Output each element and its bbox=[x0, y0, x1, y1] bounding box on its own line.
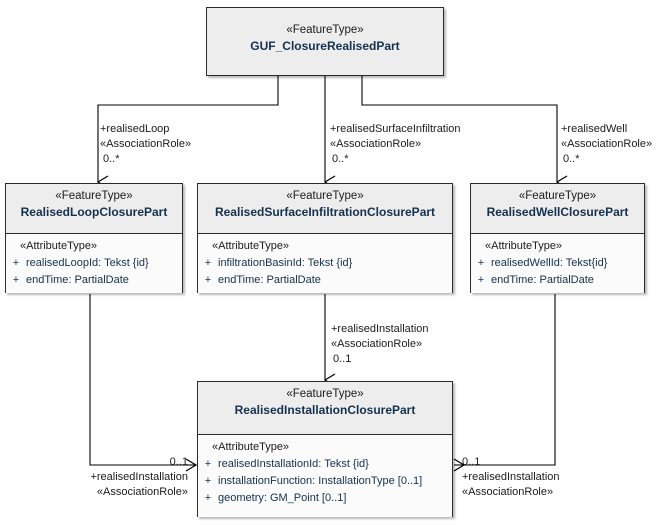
attribute-visibility: + bbox=[12, 257, 20, 269]
association-stereotype: «AssociationRole» bbox=[331, 338, 423, 350]
class-stereotype: «FeatureType» bbox=[286, 190, 364, 202]
class-name: RealisedLoopClosurePart bbox=[20, 205, 168, 219]
association-stereotype: «AssociationRole» bbox=[462, 486, 554, 498]
attribute-row: + realisedLoopId: Tekst {id} bbox=[6, 255, 182, 272]
edge-loop-to-installation bbox=[89, 294, 186, 466]
attribute-visibility: + bbox=[204, 257, 212, 269]
association-role-name: +realisedLoop bbox=[100, 123, 170, 135]
association-role-realised-installation-right: +realisedInstallation «AssociationRole» bbox=[462, 470, 560, 500]
association-role-realised-well: +realisedWell «AssociationRole» bbox=[561, 122, 652, 152]
attribute-text: realisedWellId: Tekst{id} bbox=[491, 257, 608, 269]
attribute-visibility: + bbox=[204, 274, 212, 286]
attribute-stereotype: «AttributeType» bbox=[212, 441, 290, 453]
attribute-text: realisedInstallationId: Tekst {id} bbox=[218, 458, 369, 470]
attribute-text: installationFunction: InstallationType [… bbox=[218, 475, 423, 487]
association-role-name: +realisedWell bbox=[561, 123, 628, 135]
attribute-text: endTime: PartialDate bbox=[491, 274, 594, 286]
class-header-well: «FeatureType» RealisedWellClosurePart bbox=[471, 184, 644, 234]
association-role-name: +realisedInstallation bbox=[462, 471, 560, 483]
class-name: RealisedInstallationClosurePart bbox=[234, 403, 416, 417]
attribute-visibility: + bbox=[204, 492, 212, 504]
association-multiplicity-realised-surface-infiltration: 0..* bbox=[332, 153, 349, 165]
association-role-realised-installation-mid: +realisedInstallation «AssociationRole» bbox=[331, 322, 429, 352]
attribute-stereotype: «AttributeType» bbox=[20, 240, 98, 252]
class-name: RealisedSurfaceInfiltrationClosurePart bbox=[214, 205, 436, 219]
association-multiplicity-realised-well: 0..* bbox=[563, 153, 580, 165]
attribute-visibility: + bbox=[204, 475, 212, 487]
attribute-stereotype: «AttributeType» bbox=[212, 240, 290, 252]
attribute-text: endTime: PartialDate bbox=[218, 274, 321, 286]
association-multiplicity-realised-loop: 0..* bbox=[103, 153, 120, 165]
attribute-visibility: + bbox=[477, 257, 485, 269]
association-stereotype: «AssociationRole» bbox=[330, 138, 422, 150]
association-role-name: +realisedInstallation bbox=[90, 471, 188, 483]
association-stereotype: «AssociationRole» bbox=[561, 138, 653, 150]
class-attributes-loop: «AttributeType» + realisedLoopId: Tekst … bbox=[6, 234, 182, 293]
association-role-name: +realisedInstallation bbox=[331, 323, 429, 335]
edge-well-to-installation bbox=[464, 294, 556, 466]
class-box-realised-well-closure-part[interactable]: «FeatureType» RealisedWellClosurePart «A… bbox=[470, 183, 645, 293]
class-box-realised-loop-closure-part[interactable]: «FeatureType» RealisedLoopClosurePart «A… bbox=[5, 183, 183, 293]
class-attributes-installation: «AttributeType» + realisedInstallationId… bbox=[198, 435, 452, 517]
attribute-row: + endTime: PartialDate bbox=[6, 272, 182, 289]
attribute-visibility: + bbox=[12, 274, 20, 286]
class-attributes-well: «AttributeType» + realisedWellId: Tekst{… bbox=[471, 234, 644, 293]
attribute-row: + infiltrationBasinId: Tekst {id} bbox=[198, 255, 452, 272]
class-header-guf: «FeatureType» GUF_ClosureRealisedPart bbox=[207, 8, 443, 75]
attribute-visibility: + bbox=[477, 274, 485, 286]
attribute-row: + installationFunction: InstallationType… bbox=[198, 473, 452, 490]
class-stereotype: «FeatureType» bbox=[286, 388, 364, 400]
attribute-text: infiltrationBasinId: Tekst {id} bbox=[218, 257, 353, 269]
attribute-text: realisedLoopId: Tekst {id} bbox=[26, 257, 149, 269]
class-header-installation: «FeatureType» RealisedInstallationClosur… bbox=[198, 382, 452, 435]
attribute-visibility: + bbox=[204, 458, 212, 470]
attribute-row: + realisedWellId: Tekst{id} bbox=[471, 255, 644, 272]
association-stereotype: «AssociationRole» bbox=[100, 138, 192, 150]
association-stereotype: «AssociationRole» bbox=[96, 486, 188, 498]
attribute-row: + geometry: GM_Point [0..1] bbox=[198, 490, 452, 507]
class-name: GUF_ClosureRealisedPart bbox=[250, 39, 400, 53]
association-role-realised-surface-infiltration: +realisedSurfaceInfiltration «Associatio… bbox=[330, 122, 461, 152]
class-stereotype: «FeatureType» bbox=[518, 190, 597, 202]
class-header-surface: «FeatureType» RealisedSurfaceInfiltratio… bbox=[198, 184, 452, 234]
attribute-text: endTime: PartialDate bbox=[26, 274, 129, 286]
association-role-realised-installation-left: +realisedInstallation «AssociationRole» bbox=[38, 470, 188, 500]
class-box-guf-closure-realised-part[interactable]: «FeatureType» GUF_ClosureRealisedPart bbox=[206, 7, 444, 76]
attribute-stereotype: «AttributeType» bbox=[485, 240, 563, 252]
association-multiplicity-realised-installation-mid: 0..1 bbox=[333, 353, 352, 365]
association-role-name: +realisedSurfaceInfiltration bbox=[330, 123, 461, 135]
attribute-row: + endTime: PartialDate bbox=[198, 272, 452, 289]
association-role-realised-loop: +realisedLoop «AssociationRole» bbox=[100, 122, 191, 152]
attribute-row: + realisedInstallationId: Tekst {id} bbox=[198, 456, 452, 473]
association-multiplicity-realised-installation-left: 0..1 bbox=[169, 456, 188, 468]
attribute-text: geometry: GM_Point [0..1] bbox=[218, 492, 347, 504]
class-box-realised-installation-closure-part[interactable]: «FeatureType» RealisedInstallationClosur… bbox=[197, 381, 453, 517]
class-box-realised-surface-infiltration-closure-part[interactable]: «FeatureType» RealisedSurfaceInfiltratio… bbox=[197, 183, 453, 293]
class-name: RealisedWellClosurePart bbox=[486, 205, 629, 219]
class-stereotype: «FeatureType» bbox=[286, 24, 364, 36]
class-attributes-surface: «AttributeType» + infiltrationBasinId: T… bbox=[198, 234, 452, 293]
class-header-loop: «FeatureType» RealisedLoopClosurePart bbox=[6, 184, 182, 234]
attribute-row: + endTime: PartialDate bbox=[471, 272, 644, 289]
association-multiplicity-realised-installation-right: 0..1 bbox=[462, 456, 481, 468]
class-stereotype: «FeatureType» bbox=[55, 190, 133, 202]
